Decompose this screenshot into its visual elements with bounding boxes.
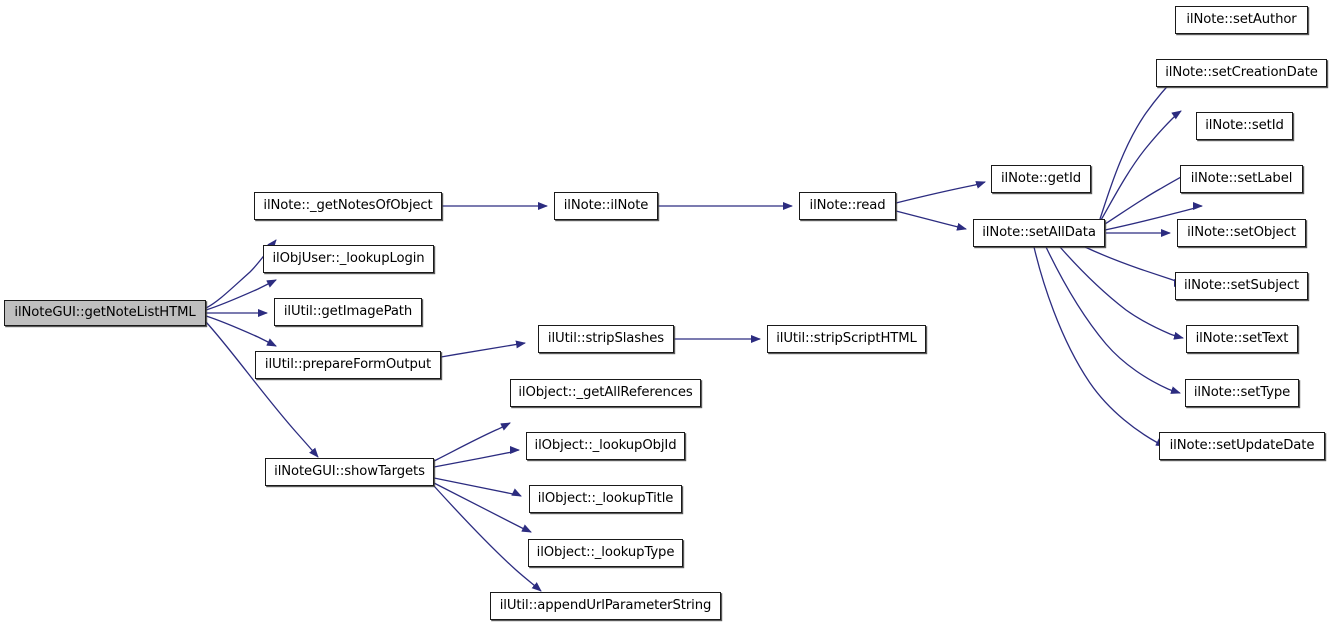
graph-node-root[interactable]: ilNoteGUI::getNoteListHTML: [4, 300, 206, 326]
graph-node-setSubject[interactable]: ilNote::setSubject: [1175, 272, 1308, 300]
edges-group: [205, 66, 1203, 592]
graph-node-getAllReferences[interactable]: ilObject::_getAllReferences: [510, 379, 701, 407]
graph-node-setText[interactable]: ilNote::setText: [1186, 325, 1298, 353]
call-edge: [205, 315, 277, 347]
graph-node-label: ilNote::_getNotesOfObject: [263, 198, 433, 214]
graph-node-setCreationDate[interactable]: ilNote::setCreationDate: [1156, 59, 1327, 87]
graph-node-label: ilNote::ilNote: [563, 198, 649, 214]
graph-node-label: ilObject::_getAllReferences: [518, 385, 693, 401]
graph-node-label: ilNote::getId: [1000, 171, 1082, 187]
graph-node-label: ilObject::_lookupObjId: [534, 438, 677, 454]
graph-node-showTargets[interactable]: ilNoteGUI::showTargets: [265, 458, 434, 486]
graph-node-label: ilNote::setText: [1195, 331, 1289, 347]
graph-node-setLabel[interactable]: ilNote::setLabel: [1180, 165, 1303, 193]
graph-node-setAuthor[interactable]: ilNote::setAuthor: [1175, 6, 1308, 34]
call-edge: [1059, 246, 1184, 340]
graph-node-appendUrlParam[interactable]: ilUtil::appendUrlParameterString: [490, 592, 721, 620]
call-edge: [205, 279, 277, 311]
graph-node-label: ilNote::setAuthor: [1186, 12, 1297, 28]
call-edge: [1084, 246, 1184, 287]
call-edge: [1099, 66, 1187, 220]
graph-node-label: ilUtil::stripSlashes: [547, 331, 665, 347]
call-edge: [1033, 246, 1166, 447]
graph-node-label: ilObject::_lookupType: [536, 545, 675, 561]
call-edge: [433, 446, 520, 468]
graph-node-label: ilNote::setSubject: [1183, 278, 1300, 294]
graph-node-label: ilUtil::stripScriptHTML: [776, 331, 917, 347]
call-edge: [1045, 246, 1181, 394]
call-edge: [433, 482, 532, 533]
call-edge: [433, 485, 542, 592]
graph-node-label: ilUtil::appendUrlParameterString: [499, 598, 712, 614]
graph-node-lookupLogin[interactable]: ilObjUser::_lookupLogin: [263, 245, 434, 273]
graph-node-setUpdateDate[interactable]: ilNote::setUpdateDate: [1159, 432, 1325, 460]
call-edge: [1100, 110, 1182, 221]
graph-node-setAllData[interactable]: ilNote::setAllData: [973, 219, 1105, 247]
graph-node-label: ilNote::setAllData: [982, 225, 1096, 241]
call-edge: [895, 210, 967, 231]
call-edge: [440, 340, 526, 358]
graph-node-getImagePath[interactable]: ilUtil::getImagePath: [274, 298, 422, 326]
graph-node-stripScriptHTML[interactable]: ilUtil::stripScriptHTML: [767, 325, 926, 353]
graph-node-lookupObjId[interactable]: ilObject::_lookupObjId: [526, 432, 685, 460]
call-edge: [895, 181, 986, 204]
graph-node-lookupTitle[interactable]: ilObject::_lookupTitle: [529, 485, 682, 513]
graph-node-setObject[interactable]: ilNote::setObject: [1177, 219, 1306, 247]
graph-node-label: ilObject::_lookupTitle: [537, 491, 674, 507]
graph-node-read[interactable]: ilNote::read: [799, 192, 896, 220]
graph-node-label: ilNote::setCreationDate: [1165, 65, 1318, 81]
graph-node-stripSlashes[interactable]: ilUtil::stripSlashes: [538, 325, 674, 353]
graph-node-getNotesOfObject[interactable]: ilNote::_getNotesOfObject: [254, 192, 442, 220]
call-edge: [433, 422, 511, 462]
graph-node-label: ilNote::read: [809, 198, 886, 214]
graph-node-setType[interactable]: ilNote::setType: [1185, 379, 1299, 407]
graph-node-label: ilNote::setType: [1193, 385, 1291, 401]
graph-node-label: ilNote::setObject: [1187, 225, 1296, 241]
graph-node-lookupType[interactable]: ilObject::_lookupType: [528, 539, 683, 567]
graph-node-label: ilNote::setLabel: [1190, 171, 1293, 187]
graph-node-label: ilObjUser::_lookupLogin: [272, 251, 425, 267]
graph-node-label: ilNote::setId: [1205, 118, 1284, 134]
graph-node-setId[interactable]: ilNote::setId: [1196, 112, 1293, 140]
graph-node-label: ilNote::setUpdateDate: [1169, 438, 1315, 454]
graph-node-prepareFormOutput[interactable]: ilUtil::prepareFormOutput: [255, 351, 441, 379]
call-edge: [205, 321, 319, 458]
call-edge: [433, 477, 522, 497]
graph-node-getId[interactable]: ilNote::getId: [991, 165, 1091, 193]
graph-node-ilNoteCtor[interactable]: ilNote::ilNote: [554, 192, 658, 220]
graph-node-label: ilNoteGUI::getNoteListHTML: [14, 305, 196, 321]
graph-node-label: ilNoteGUI::showTargets: [274, 464, 425, 480]
graph-node-label: ilUtil::getImagePath: [283, 304, 413, 320]
graph-node-label: ilUtil::prepareFormOutput: [264, 357, 432, 373]
